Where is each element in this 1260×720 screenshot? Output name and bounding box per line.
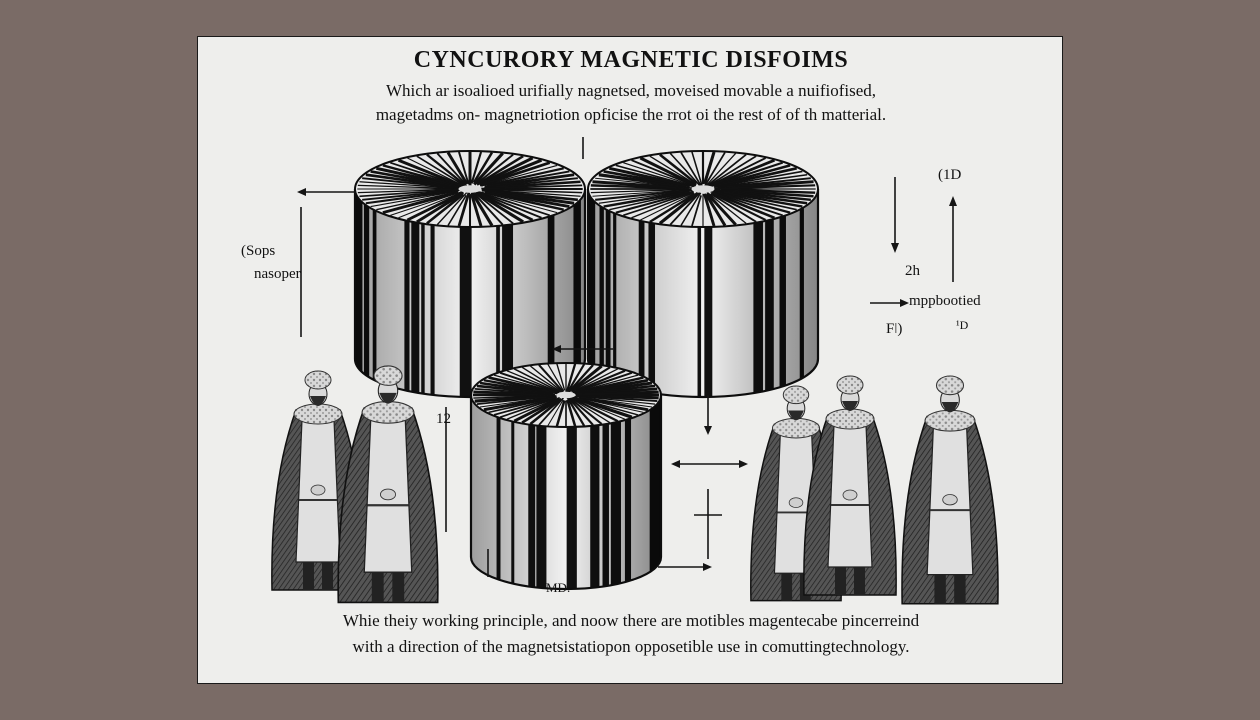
figure-group — [271, 365, 999, 605]
label-right-2h: 2h — [905, 263, 920, 279]
label-left-bottom: nasoper — [254, 266, 301, 282]
label-right-small: ¹D — [956, 318, 969, 332]
figure-left-2 — [337, 365, 439, 604]
label-left-top: (Sops — [241, 243, 276, 259]
footer-line-2: with a direction of the magnetsistatiopo… — [352, 637, 910, 656]
figure-left-1 — [271, 370, 365, 591]
diagram-title: CYNCURORY MAGNETIC DISFOIMS — [413, 47, 849, 73]
figure-right-3 — [901, 375, 999, 605]
label-right-top: (1D — [938, 167, 962, 183]
subtitle-line-2: magetadms on- magnetriotion opficise the… — [375, 105, 887, 124]
diagram-sheet: CYNCURORY MAGNETIC DISFOIMS Which ar iso… — [197, 36, 1063, 684]
cylinder-center — [469, 362, 663, 591]
cylinder-right — [586, 150, 820, 399]
diagram-artwork — [271, 137, 999, 605]
label-bottom-mo: MD. — [546, 580, 571, 595]
label-right-mid: mppbootied — [909, 293, 981, 309]
guide-lines — [300, 137, 954, 577]
arrow-heads — [297, 188, 957, 571]
footer-line-1: Whie theiy working principle, and noow t… — [342, 611, 920, 630]
subtitle-line-1: Which ar isoalioed urifially nagnetsed, … — [385, 81, 877, 100]
figure-right-2 — [803, 375, 897, 596]
cylinder-group — [353, 150, 820, 591]
cylinder-left — [353, 150, 587, 399]
label-center-12: 12 — [436, 411, 451, 427]
label-right-f: Fǀ) — [886, 321, 903, 337]
